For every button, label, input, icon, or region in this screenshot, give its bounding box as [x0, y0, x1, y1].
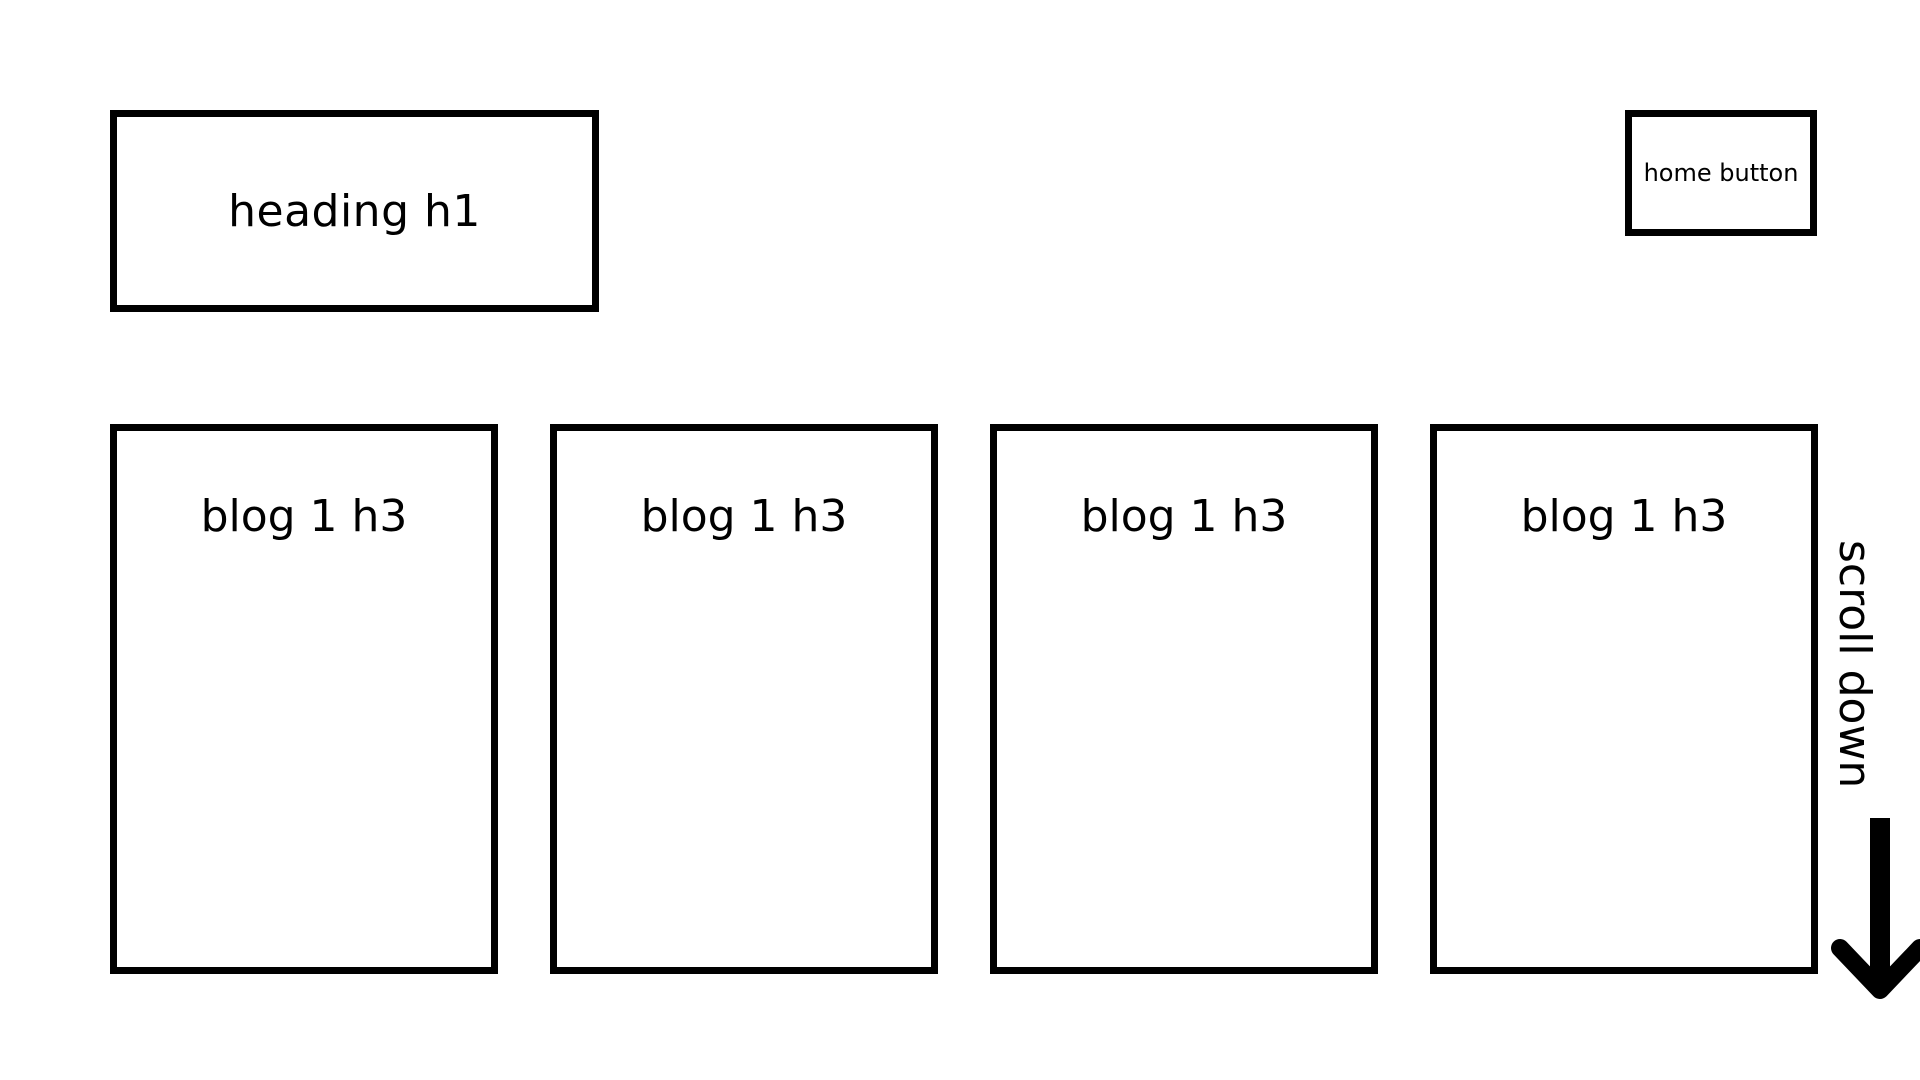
scroll-down-label: scroll down [1829, 540, 1880, 789]
blog-card-title: blog 1 h3 [1520, 491, 1728, 542]
scroll-hint: scroll down [1829, 540, 1920, 1010]
arrow-down-icon [1831, 818, 1920, 999]
blog-card-4[interactable]: blog 1 h3 [1430, 424, 1818, 974]
home-button-label: home button [1643, 159, 1799, 187]
home-button[interactable]: home button [1625, 110, 1817, 236]
blog-card-title: blog 1 h3 [640, 491, 848, 542]
page-title: heading h1 [228, 185, 481, 237]
blog-card-title: blog 1 h3 [1080, 491, 1288, 542]
blog-card-title: blog 1 h3 [200, 491, 408, 542]
blog-card-3[interactable]: blog 1 h3 [990, 424, 1378, 974]
blog-card-1[interactable]: blog 1 h3 [110, 424, 498, 974]
blog-card-2[interactable]: blog 1 h3 [550, 424, 938, 974]
page-heading-box: heading h1 [110, 110, 599, 312]
